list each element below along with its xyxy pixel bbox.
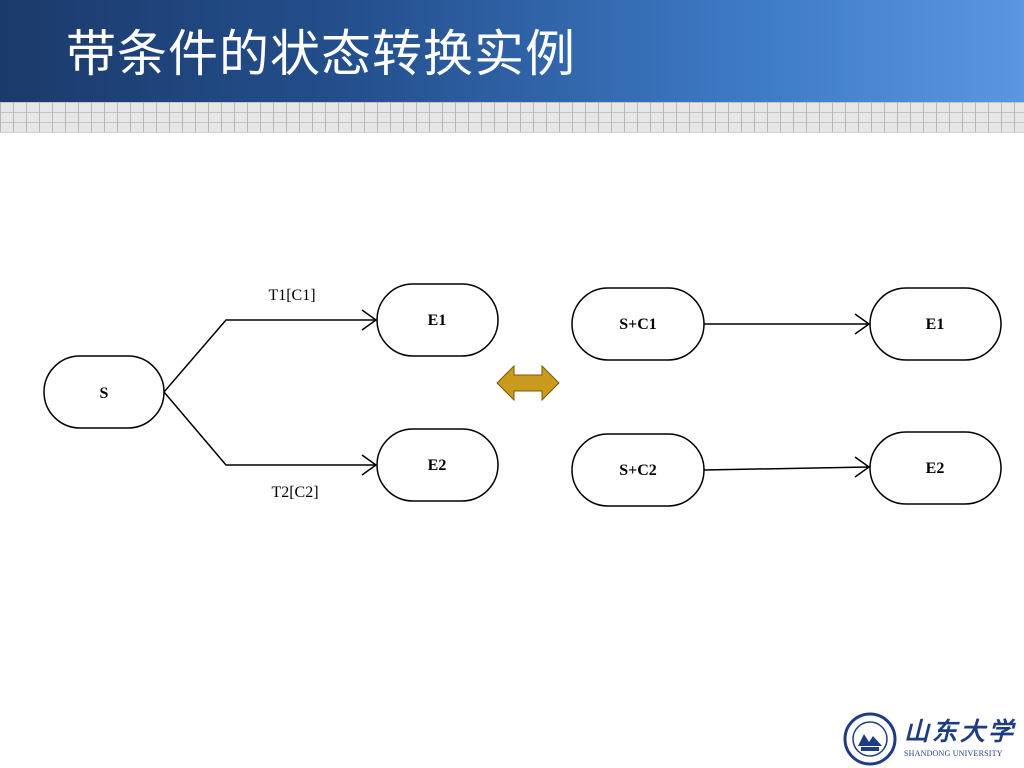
state-sc2 (571, 433, 705, 507)
edge-label-t1: T1[C1] (268, 287, 315, 304)
state-sc1-label: S+C1 (619, 316, 657, 333)
slide-header: 带条件的状态转换实例 (0, 0, 1024, 102)
equivalence-arrow (496, 364, 560, 402)
state-e1-left-label: E1 (428, 312, 447, 329)
header-grid-band (0, 102, 1024, 133)
arrowhead-e1 (361, 309, 378, 331)
university-seal-icon (843, 712, 897, 766)
university-name-cn: 山东大学 (904, 717, 1017, 746)
edge-label-t2: T2[C2] (271, 484, 318, 501)
edge-s-e2 (163, 391, 376, 466)
arrowhead-e2 (361, 454, 378, 476)
state-e1-left (376, 283, 499, 357)
state-e1-right-label: E1 (926, 316, 945, 333)
arrowhead-sc1-e1 (854, 313, 871, 335)
slide-title: 带条件的状态转换实例 (66, 25, 576, 83)
state-e2-left-label: E2 (428, 457, 447, 474)
state-sc1 (571, 287, 705, 361)
state-s-label: S (100, 385, 109, 402)
state-e2-right (869, 431, 1002, 505)
arrowhead-sc2-e2 (854, 456, 871, 478)
state-sc2-label: S+C2 (619, 462, 657, 479)
edge-sc2-e2 (703, 466, 870, 471)
state-e2-right-label: E2 (926, 460, 945, 477)
state-e2-left (376, 428, 499, 502)
state-e1-right (869, 287, 1002, 361)
edge-s-e1 (163, 319, 376, 393)
state-s (43, 355, 165, 429)
university-name-en: SHANDONG UNIVERSITY (904, 749, 1003, 758)
